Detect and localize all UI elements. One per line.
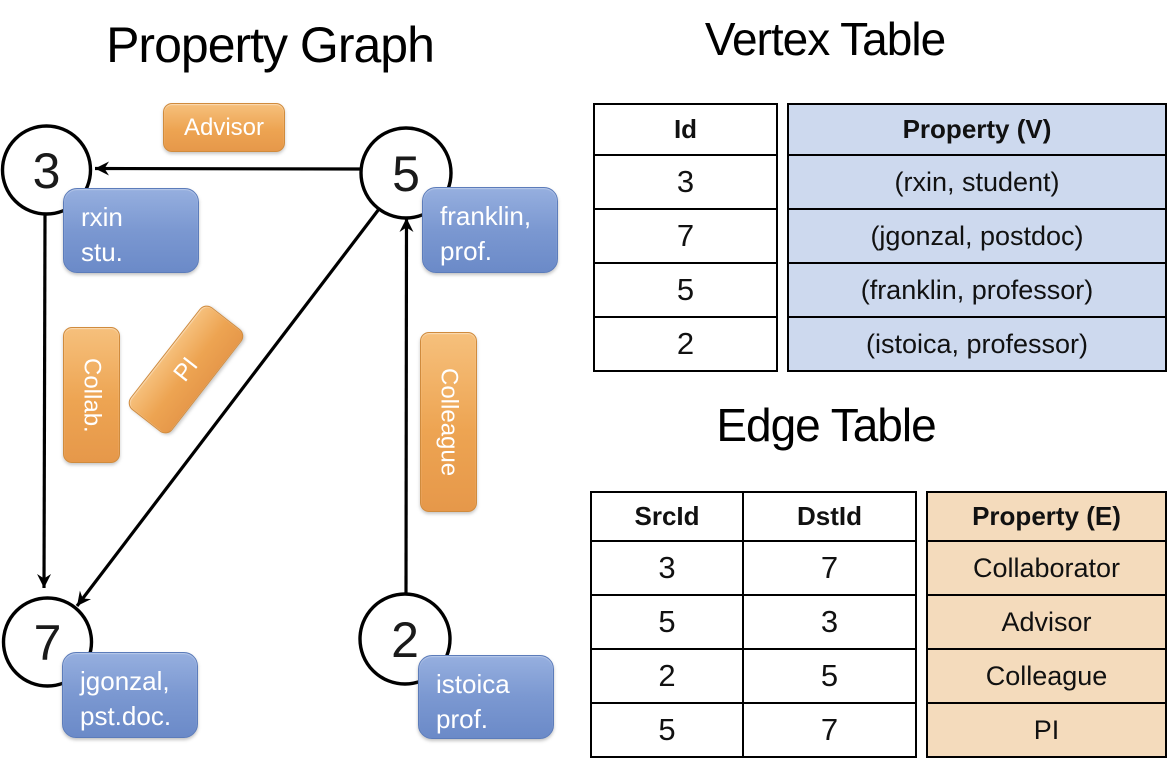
edge-2-to-5-colleague xyxy=(399,217,414,595)
node-prop-3: rxin stu. xyxy=(63,188,199,273)
node-prop-7-line2: pst.doc. xyxy=(80,701,172,732)
edge-table-dst-cell: 7 xyxy=(742,704,915,756)
node-id-5: 5 xyxy=(392,146,420,202)
vertex-table-header-id: Id xyxy=(673,114,698,144)
edge-table-src-cell: 5 xyxy=(658,712,676,747)
edge-table-property-cell: Advisor xyxy=(928,594,1165,648)
node-prop-2: istoica prof. xyxy=(418,655,554,739)
node-prop-5-line1: franklin, xyxy=(440,201,532,231)
vertex-table-id-column: Id 3 7 5 2 xyxy=(593,103,778,372)
edge-table-dst-cell: 7 xyxy=(742,542,915,594)
property-graph-title: Property Graph xyxy=(106,17,435,73)
vertex-table-header-property: Property (V) xyxy=(902,114,1052,144)
edge-table-row: 2 5 xyxy=(592,648,915,702)
vertex-table-id-cell: 5 xyxy=(595,262,776,316)
edge-table-dst-cell: 5 xyxy=(742,650,915,702)
vertex-table-property-cell: (istoica, professor) xyxy=(789,316,1165,370)
edge-table-header-property: Property (E) xyxy=(972,501,1121,531)
edge-table-src-cell: 3 xyxy=(658,550,676,585)
node-id-3: 3 xyxy=(33,143,61,199)
edge-label-advisor: Advisor xyxy=(163,103,285,152)
edge-table-src-cell: 5 xyxy=(658,604,676,639)
edge-3-to-7-collaborator xyxy=(37,213,52,589)
node-prop-3-line2: stu. xyxy=(81,237,123,268)
vertex-table-property-column: Property (V) (rxin, student) (jgonzal, p… xyxy=(787,103,1167,372)
node-prop-5-line2: prof. xyxy=(440,236,493,267)
edge-table-title: Edge Table xyxy=(716,399,936,451)
vertex-table-property-cell: (jgonzal, postdoc) xyxy=(789,208,1165,262)
vertex-table-property-cell: (franklin, professor) xyxy=(789,262,1165,316)
edge-table-row: 3 7 xyxy=(592,540,915,594)
vertex-table-title: Vertex Table xyxy=(704,13,946,65)
node-id-2: 2 xyxy=(391,612,419,668)
node-prop-7-line1: jgonzal, xyxy=(80,666,170,696)
edge-label-collab: Collab. xyxy=(63,327,120,463)
vertex-table-id-cell: 7 xyxy=(595,208,776,262)
node-prop-3-line1: rxin xyxy=(81,202,123,232)
edge-table-id-columns: SrcId DstId 3 7 5 3 2 5 5 7 xyxy=(590,491,917,758)
node-prop-5: franklin, prof. xyxy=(422,187,558,273)
edge-table-property-cell: PI xyxy=(928,702,1165,756)
edge-table-header-row: SrcId DstId xyxy=(592,493,915,540)
vertex-table-id-cell: 2 xyxy=(595,316,776,370)
edge-table-header-srcid: SrcId xyxy=(634,501,700,531)
node-prop-2-line2: prof. xyxy=(436,704,489,735)
edge-table-property-cell: Colleague xyxy=(928,648,1165,702)
edge-table-property-cell: Collaborator xyxy=(928,540,1165,594)
edge-table-row: 5 3 xyxy=(592,594,915,648)
edge-table-row: 5 7 xyxy=(592,702,915,756)
node-prop-2-line1: istoica xyxy=(436,669,510,699)
edge-table-dst-cell: 3 xyxy=(742,596,915,648)
edge-label-colleague: Colleague xyxy=(420,332,477,512)
edge-table-src-cell: 2 xyxy=(658,658,676,693)
edge-table-property-column: Property (E) Collaborator Advisor Collea… xyxy=(926,491,1167,758)
edge-5-to-7-pi xyxy=(75,208,381,607)
vertex-table-property-cell: (rxin, student) xyxy=(789,154,1165,208)
edge-5-to-3-advisor xyxy=(94,161,362,176)
edge-table-header-dstid: DstId xyxy=(742,493,915,540)
node-prop-7: jgonzal, pst.doc. xyxy=(62,652,198,738)
vertex-table-id-cell: 3 xyxy=(595,154,776,208)
node-id-7: 7 xyxy=(34,615,62,671)
